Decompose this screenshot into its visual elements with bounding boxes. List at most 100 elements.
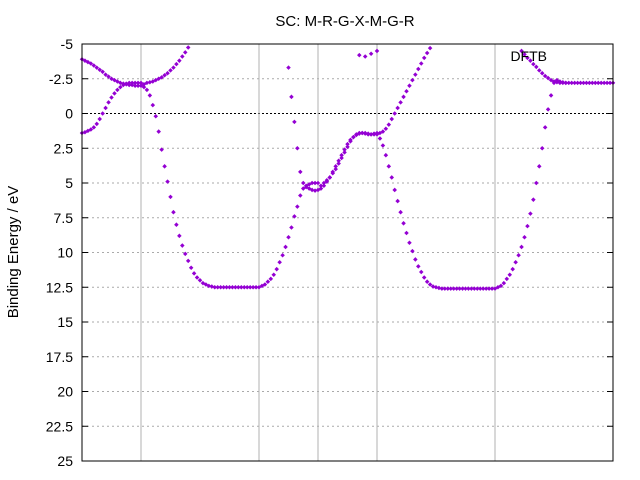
data-point xyxy=(292,119,297,125)
data-point xyxy=(401,94,406,100)
data-point xyxy=(171,209,176,215)
data-point xyxy=(150,102,156,108)
data-point xyxy=(342,147,347,152)
data-point xyxy=(539,145,545,151)
data-point xyxy=(395,105,400,111)
data-point xyxy=(197,278,203,283)
data-point xyxy=(542,125,548,130)
data-point xyxy=(424,279,430,284)
data-point xyxy=(427,282,433,287)
data-point xyxy=(519,244,524,250)
data-point xyxy=(289,225,294,230)
data-point xyxy=(424,50,430,56)
data-point xyxy=(418,269,424,275)
data-point xyxy=(103,72,108,77)
data-point xyxy=(224,284,229,290)
data-point xyxy=(339,152,344,158)
data-point xyxy=(177,58,182,63)
data-point xyxy=(312,180,318,186)
plot-frame xyxy=(81,43,614,462)
data-point xyxy=(100,111,105,116)
data-point xyxy=(534,64,539,70)
data-point xyxy=(274,266,279,272)
data-point xyxy=(368,51,374,56)
data-point xyxy=(421,275,427,280)
data-point xyxy=(91,125,97,130)
data-point xyxy=(286,234,291,240)
data-point xyxy=(486,286,492,291)
y-tick-label: 5 xyxy=(65,175,73,191)
data-point xyxy=(389,116,395,122)
data-point xyxy=(250,284,256,290)
data-point xyxy=(239,284,244,290)
data-point xyxy=(413,257,418,262)
data-point xyxy=(168,68,173,73)
data-point xyxy=(298,169,303,175)
data-point xyxy=(480,286,486,291)
data-point xyxy=(286,65,291,70)
y-tick-label: 2.5 xyxy=(54,140,74,156)
data-point xyxy=(504,276,510,282)
legend-label: DFTB xyxy=(510,48,547,64)
data-point xyxy=(392,111,397,116)
data-point xyxy=(236,284,241,290)
data-point xyxy=(522,234,527,240)
data-point xyxy=(88,61,94,66)
data-point xyxy=(548,93,554,98)
y-tick-label: -2.5 xyxy=(49,71,73,87)
data-point xyxy=(442,286,448,291)
data-points xyxy=(79,45,616,291)
data-point xyxy=(404,88,409,94)
y-axis-label: Binding Energy / eV xyxy=(5,186,22,319)
data-point xyxy=(336,158,341,164)
data-point xyxy=(129,80,135,86)
data-point xyxy=(528,211,533,216)
data-point xyxy=(147,93,153,98)
data-point xyxy=(457,286,462,291)
data-point xyxy=(383,126,389,132)
data-point xyxy=(386,122,392,127)
data-point xyxy=(191,271,197,276)
data-point xyxy=(489,286,495,291)
y-tick-label: 0 xyxy=(65,106,73,122)
data-point xyxy=(536,68,542,73)
data-point xyxy=(156,129,161,134)
data-point xyxy=(321,183,327,189)
data-point xyxy=(392,187,397,193)
data-point xyxy=(159,75,164,80)
y-tick-label: 10 xyxy=(57,245,73,261)
data-point xyxy=(407,83,412,88)
data-point xyxy=(401,221,406,226)
data-point xyxy=(466,286,471,291)
data-point xyxy=(153,114,159,119)
data-point xyxy=(180,243,185,248)
data-point xyxy=(112,91,117,96)
data-point xyxy=(162,164,167,169)
data-point xyxy=(109,95,114,100)
y-tick-label: 22.5 xyxy=(46,418,73,434)
data-point xyxy=(289,94,294,100)
data-point xyxy=(177,233,182,239)
data-point xyxy=(383,152,389,158)
data-point xyxy=(97,116,102,122)
data-point xyxy=(418,61,424,66)
data-point xyxy=(460,286,465,291)
data-point xyxy=(374,48,380,54)
data-point xyxy=(380,143,386,148)
data-point xyxy=(421,55,427,61)
data-point xyxy=(342,150,347,155)
data-point xyxy=(180,54,185,59)
data-point xyxy=(103,105,108,111)
data-point xyxy=(395,198,400,204)
data-point xyxy=(398,209,403,215)
y-tick-label: 25 xyxy=(57,453,73,469)
data-point xyxy=(539,70,545,76)
data-point xyxy=(398,100,403,105)
data-point xyxy=(448,286,454,291)
y-tick-label: 17.5 xyxy=(46,349,73,365)
data-point xyxy=(416,264,421,269)
data-point xyxy=(472,286,477,291)
data-point xyxy=(277,259,282,265)
